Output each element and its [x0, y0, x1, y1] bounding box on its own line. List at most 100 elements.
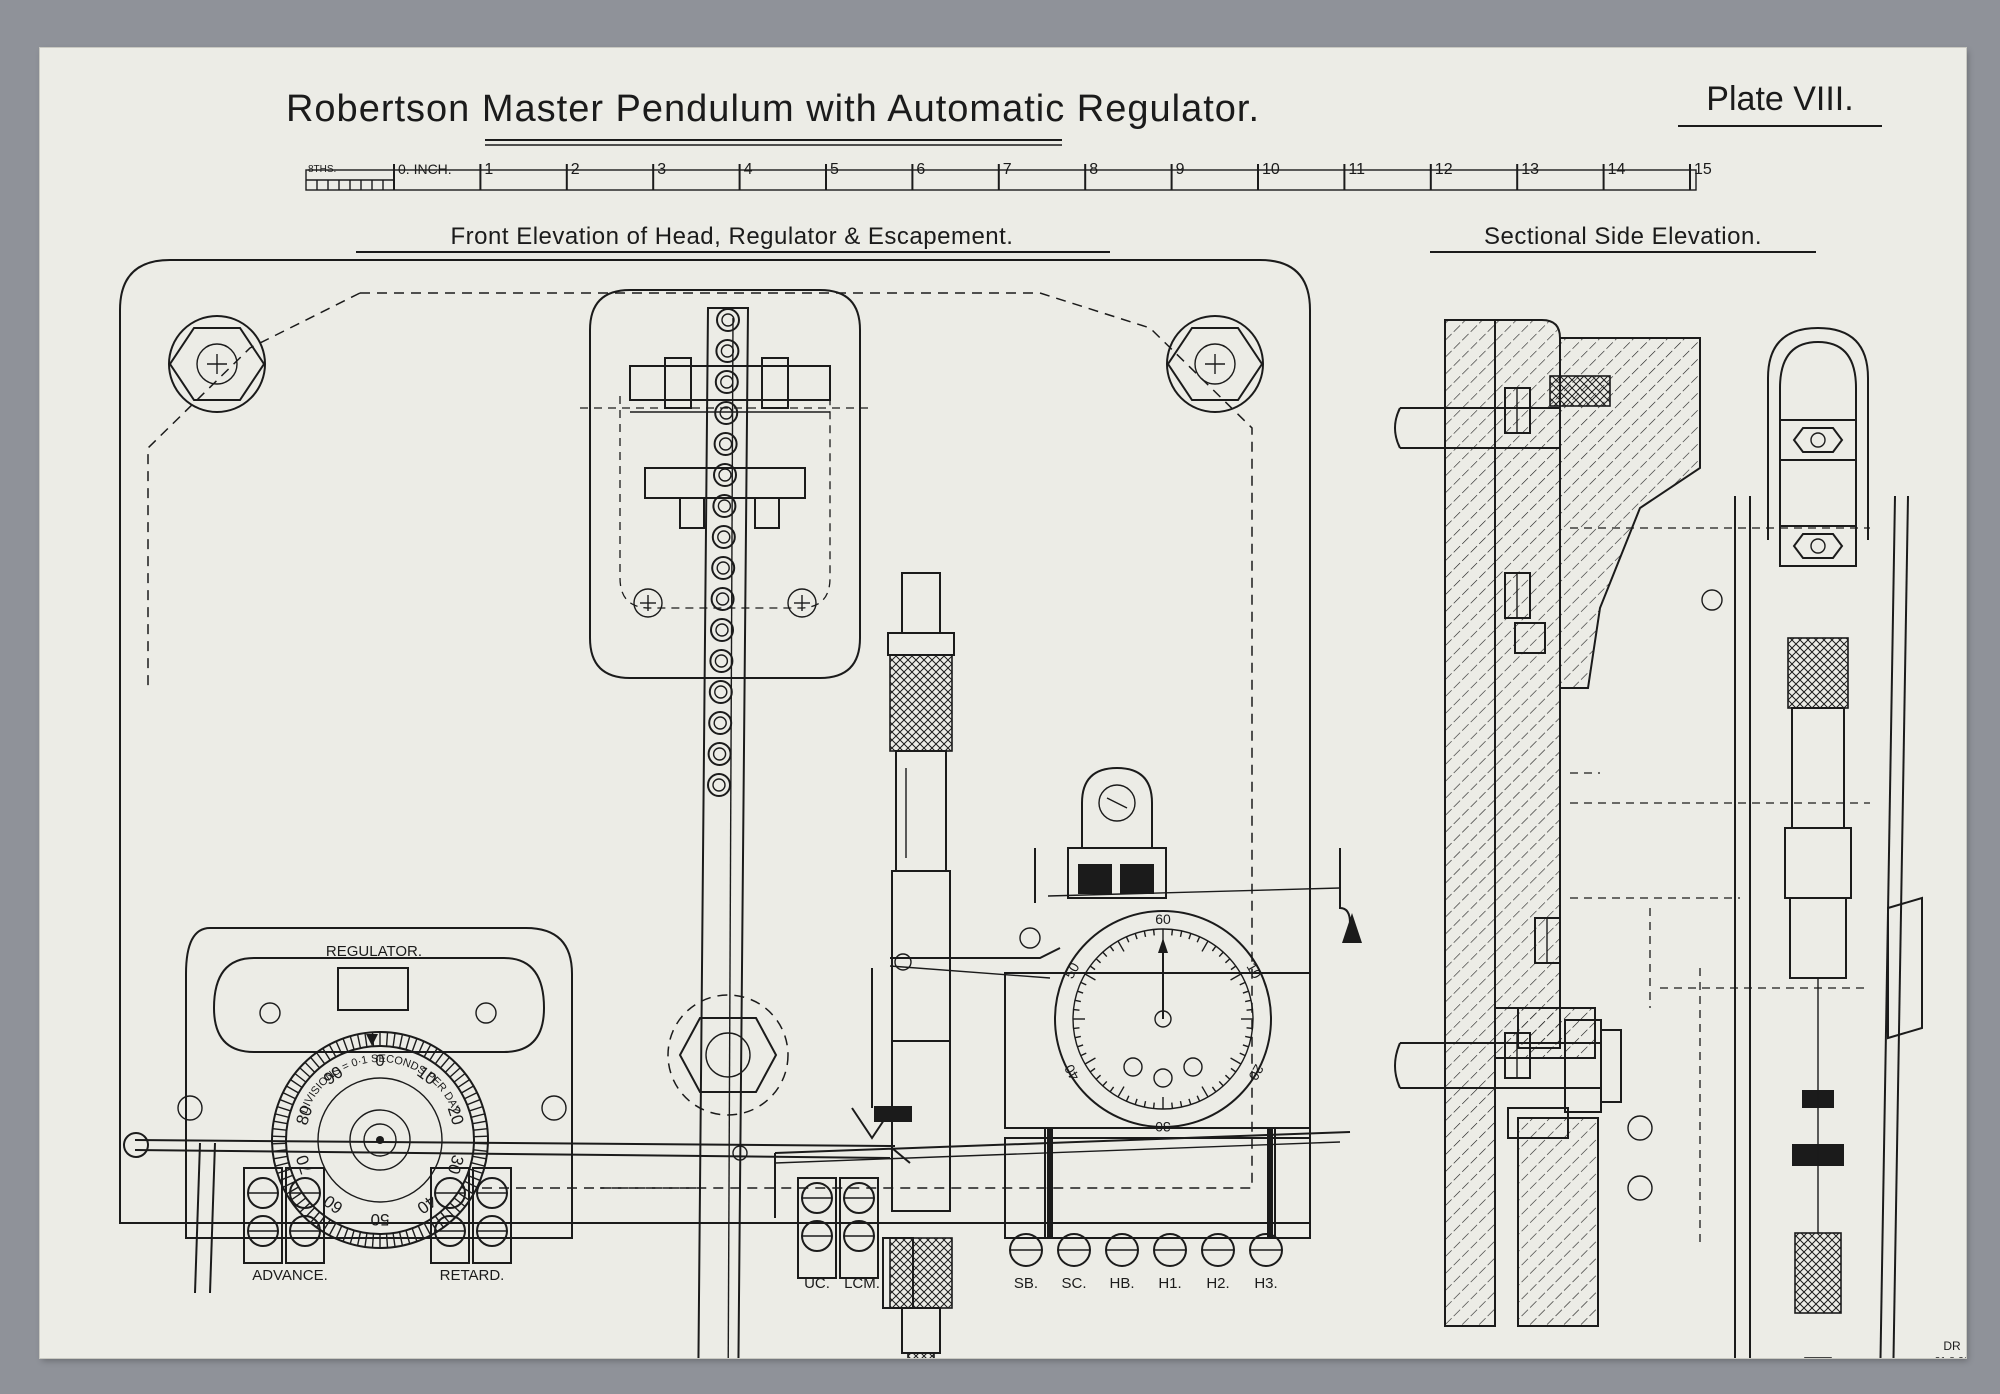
esc-dial-tick	[1242, 990, 1249, 994]
esc-dial-tick	[1230, 1067, 1237, 1073]
drawing-title: Robertson Master Pendulum with Automatic…	[286, 88, 1260, 130]
scale-tick-label: 12	[1435, 161, 1453, 178]
knurl-mark	[429, 1048, 438, 1061]
knurl-mark	[299, 1067, 311, 1078]
knurl-mark	[453, 1072, 466, 1083]
rod-hole	[714, 370, 739, 394]
esc-dial-tick	[1230, 1057, 1242, 1065]
knurl-mark	[444, 1061, 456, 1073]
knurl-mark	[304, 1061, 316, 1073]
advance-label: ADVANCE.	[252, 1267, 328, 1284]
scale-tick-label: 4	[744, 161, 753, 178]
knurl-mark	[342, 1228, 349, 1242]
terminal-block	[839, 1177, 879, 1279]
knurl-mark	[423, 1044, 432, 1058]
hidden-bob-boss	[667, 994, 789, 1116]
knurl-mark	[411, 1038, 418, 1052]
esc-dial-tick	[1095, 958, 1102, 964]
knurl-mark	[364, 1232, 368, 1248]
esc-dial-10: 10	[1244, 960, 1266, 982]
esc-dial-tick	[1073, 1008, 1080, 1011]
knurl-mark	[310, 1056, 321, 1069]
rod-hole	[712, 494, 737, 518]
rod-hole	[714, 401, 739, 425]
scale-tick-label: 13	[1521, 161, 1539, 178]
draughtsman-initials-line2: 31·8·26	[1935, 1356, 1966, 1358]
scale-tick-label: 10	[1262, 161, 1280, 178]
scale-tick-label: 8	[1089, 161, 1098, 178]
esc-dial-tick	[1188, 1098, 1192, 1105]
knurl-mark	[290, 1079, 303, 1089]
esc-dial-50: 50	[1061, 960, 1083, 982]
esc-dial-tick	[1102, 951, 1108, 958]
knurl-mark	[411, 1228, 418, 1242]
terminal-label: SB.	[1014, 1275, 1038, 1292]
scale-tick-label: 6	[916, 161, 925, 178]
knurl-mark	[315, 1052, 326, 1065]
front-elevation: 60 10 20 30 40 50 REGULATOR.	[119, 259, 1362, 1358]
esc-dial-tick	[1224, 958, 1231, 964]
side-elevation	[1394, 319, 1923, 1358]
esc-dial-tick	[1239, 981, 1246, 986]
regulator-label: REGULATOR.	[326, 943, 422, 960]
hex-nut-left	[168, 315, 266, 413]
suspension-stirrup	[1767, 326, 1869, 540]
knurl-mark	[371, 1032, 375, 1047]
micrometer-column	[887, 572, 955, 1358]
knurl-mark	[294, 1072, 307, 1083]
rod-hole	[710, 618, 734, 642]
sectioned-base-plate	[1444, 319, 1496, 1327]
esc-dial-tick	[1246, 1027, 1253, 1030]
esc-dial-tick	[1084, 1057, 1096, 1065]
esc-dial-tick	[1246, 1008, 1253, 1011]
regulator-dial-number: 50	[371, 1210, 390, 1229]
engineering-drawing: Robertson Master Pendulum with Automatic…	[119, 80, 1966, 1358]
knurl-mark	[392, 1032, 396, 1048]
front-elevation-caption: Front Elevation of Head, Regulator & Esc…	[451, 223, 1014, 250]
escapement-lever	[890, 947, 1061, 959]
pendulum-rod-holes	[707, 308, 740, 797]
scale-tick-label: 3	[657, 161, 666, 178]
esc-dial-tick	[1125, 936, 1130, 943]
knurl-mark	[277, 1105, 291, 1112]
hidden-frame-left	[147, 292, 361, 688]
esc-dial-tick	[1080, 1052, 1087, 1057]
knurl-mark	[282, 1092, 296, 1100]
regulator-dial-number: 30	[444, 1153, 468, 1177]
esc-dial-tick	[1074, 1035, 1081, 1039]
knurl-mark	[385, 1233, 389, 1248]
knurl-mark	[449, 1067, 461, 1078]
rod-hole	[716, 308, 740, 332]
terminal-label: LCM.	[844, 1275, 880, 1292]
knurl-mark	[273, 1155, 288, 1160]
rod-hole	[708, 680, 733, 704]
esc-dial-30: 30	[1155, 1119, 1171, 1135]
esc-dial-tick	[1102, 1080, 1108, 1087]
regulator-terminal	[472, 1167, 512, 1264]
regulator-terminal-screws	[243, 1167, 512, 1264]
knurl-mark	[349, 1035, 355, 1050]
esc-dial-tick	[1143, 930, 1147, 937]
drawing-sheet: Robertson Master Pendulum with Automatic…	[40, 48, 1966, 1358]
knurl-mark	[473, 1149, 488, 1152]
knurl-mark	[439, 1056, 450, 1069]
knurl-mark	[392, 1232, 396, 1248]
terminal-label: H1.	[1158, 1275, 1181, 1292]
esc-dial-tick	[1152, 929, 1155, 936]
knurl-mark	[335, 1041, 343, 1055]
rod-hole	[713, 463, 737, 487]
esc-dial-tick	[1211, 1086, 1217, 1093]
esc-dial-tick	[1134, 933, 1138, 940]
esc-dial-20: 20	[1245, 1062, 1267, 1084]
hex-nut-right	[1166, 315, 1264, 413]
knurl-mark	[364, 1032, 368, 1048]
esc-dial-tick	[1089, 1067, 1096, 1073]
retard-label: RETARD.	[440, 1267, 505, 1284]
regulator-drive-rod	[134, 1139, 896, 1147]
base-plate-outline	[119, 259, 1311, 1224]
terminal-screws	[797, 1177, 1283, 1279]
regulator-terminal	[285, 1167, 325, 1264]
esc-dial-tick	[1077, 990, 1084, 994]
esc-dial-tick	[1109, 945, 1115, 952]
